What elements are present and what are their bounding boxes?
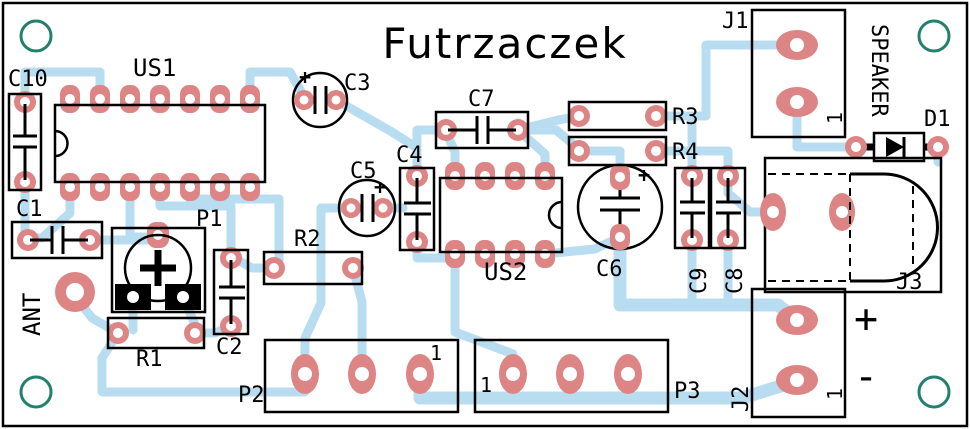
component-p1 <box>110 222 207 314</box>
label-j3: J3 <box>896 270 923 295</box>
capacitor-symbol <box>30 226 88 254</box>
label-ant: ANT <box>18 293 46 336</box>
capacitor-symbol <box>404 178 431 240</box>
pin1-marker-p3: 1 <box>480 373 492 397</box>
polarity-mark: + <box>638 163 650 187</box>
polarity-minus-label: - <box>854 354 878 400</box>
component-c8 <box>709 165 747 251</box>
label-c9: C9 <box>687 268 712 295</box>
ic-notch <box>54 129 69 158</box>
label-us2: US2 <box>484 258 527 286</box>
label-c4: C4 <box>396 143 423 168</box>
pot-terminals <box>115 284 201 310</box>
component-r1 <box>106 316 206 350</box>
capacitor-symbol <box>448 116 516 144</box>
label-c3: C3 <box>344 71 371 96</box>
component-r4 <box>567 135 668 167</box>
component-d1 <box>845 131 949 163</box>
label-us1: US1 <box>133 54 176 82</box>
antenna-pad <box>55 272 95 312</box>
label-p1: P1 <box>196 207 223 232</box>
component-c5: + <box>337 175 397 238</box>
label-c6: C6 <box>596 257 623 282</box>
pin1-marker-p2: 1 <box>430 341 442 365</box>
label-p2: P2 <box>238 383 265 408</box>
label-r3: R3 <box>672 105 699 130</box>
component-us1 <box>53 85 267 201</box>
component-r2 <box>262 250 364 286</box>
component-c4 <box>398 165 436 253</box>
component-p2 <box>263 338 460 414</box>
capacitor-symbol <box>313 86 328 114</box>
mounting-holes <box>19 19 951 409</box>
jack-barrel <box>850 172 939 283</box>
component-c3: + <box>291 65 349 129</box>
label-d1: D1 <box>924 107 951 132</box>
mounting-hole <box>19 19 53 53</box>
component-us2 <box>438 162 564 268</box>
label-c10: C10 <box>8 67 48 92</box>
polarity-mark: + <box>299 65 311 89</box>
screw-cross-icon <box>140 250 176 286</box>
label-j1: J1 <box>722 9 749 34</box>
component-c7 <box>434 110 530 150</box>
label-c7: C7 <box>468 87 495 112</box>
capacitor-symbol <box>13 104 37 180</box>
label-c5: C5 <box>350 159 377 184</box>
pin1-marker-j2: 1 <box>823 388 847 400</box>
label-speaker: SPEAKER <box>866 24 891 117</box>
pin1-marker-j1: 1 <box>823 112 847 124</box>
polarity-plus-label: + <box>854 296 878 342</box>
mounting-hole <box>917 375 951 409</box>
component-p3 <box>473 338 670 414</box>
capacitor-symbol <box>716 178 741 238</box>
component-c9 <box>673 165 711 251</box>
capacitor-symbol <box>680 178 705 238</box>
capacitor-symbol <box>219 260 245 324</box>
mounting-hole <box>19 375 53 409</box>
board-title: Futrzaczek <box>382 19 627 68</box>
polarity-mark: + <box>374 175 386 199</box>
label-c1: C1 <box>16 197 43 222</box>
component-r3 <box>567 100 668 132</box>
capacitor-symbol <box>600 190 640 224</box>
component-j1 <box>750 8 847 139</box>
silkscreen-labels: Futrzaczek US1 C10 C1 ANT P1 R1 C2 R2 C3… <box>8 9 951 412</box>
component-c1 <box>10 220 104 260</box>
diode-symbol <box>886 137 904 157</box>
component-c10 <box>7 91 43 193</box>
mounting-hole <box>917 19 951 53</box>
component-c2 <box>212 247 250 337</box>
label-c8: C8 <box>723 268 748 295</box>
label-p3: P3 <box>674 379 701 404</box>
label-j2: J2 <box>729 386 754 413</box>
label-r2: R2 <box>294 227 321 252</box>
label-r4: R4 <box>672 140 699 165</box>
label-c2: C2 <box>216 335 243 360</box>
component-j3 <box>760 156 943 294</box>
ic-notch <box>547 200 563 230</box>
component-j2 <box>750 287 847 419</box>
label-r1: R1 <box>136 347 163 372</box>
capacitor-symbol <box>360 194 375 222</box>
